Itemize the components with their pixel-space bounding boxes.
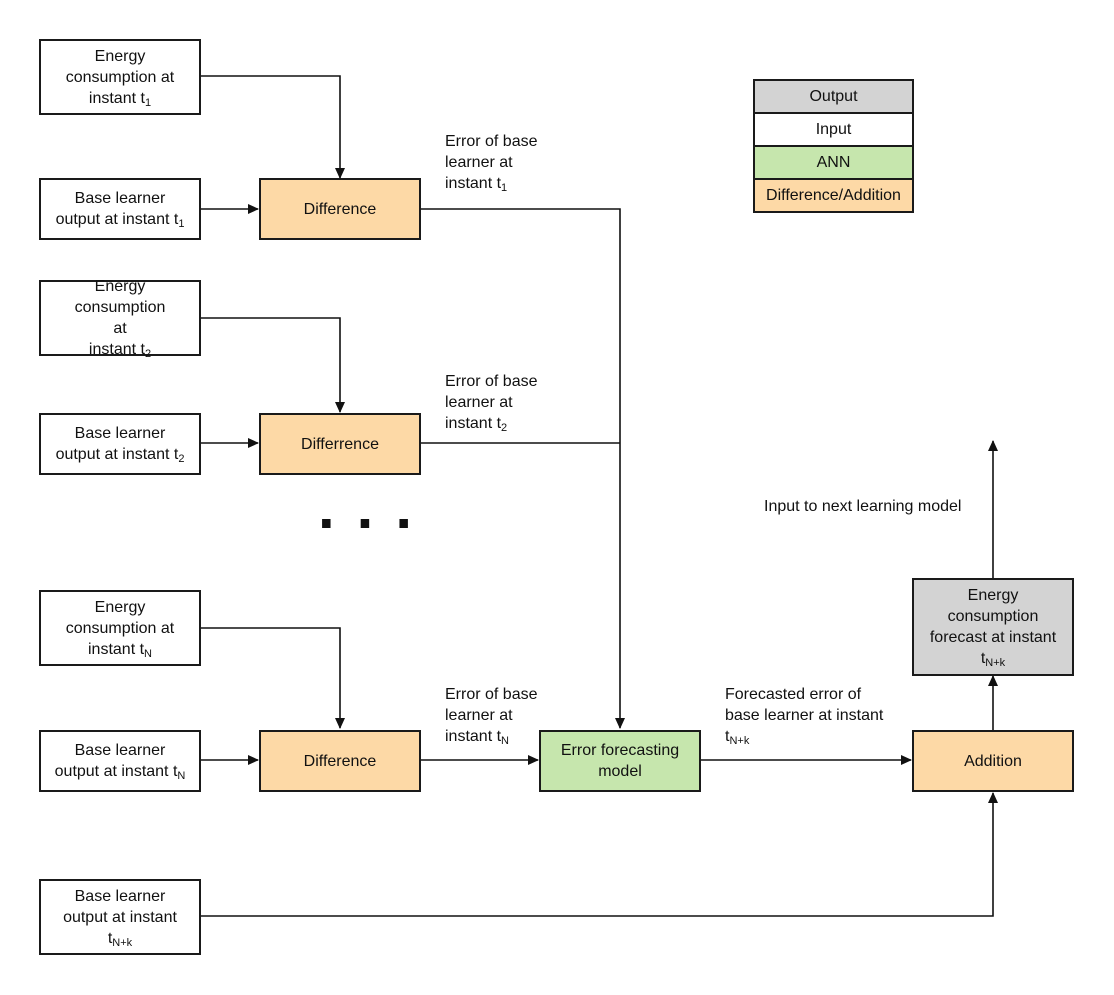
difference-box-1: Difference [259,178,421,240]
edge-energyN-diffN [200,627,345,729]
ellipsis-dots: ... [318,474,435,541]
edge-diff1-model [420,208,625,729]
legend-difference-addition: Difference/Addition [753,178,914,213]
legend-output: Output [753,79,914,114]
legend: Output Input ANN Difference/Addition [753,79,914,213]
addition-box: Addition [912,730,1074,792]
difference-box-2: Differrence [259,413,421,475]
edge-baseNk-addition [200,792,998,917]
next-model-label: Input to next learning model [764,498,962,515]
legend-input: Input [753,112,914,147]
difference-box-N: Difference [259,730,421,792]
edge-energy2-diff2 [200,317,345,413]
legend-ann: ANN [753,145,914,180]
edge-energy1-diff1 [200,75,345,179]
